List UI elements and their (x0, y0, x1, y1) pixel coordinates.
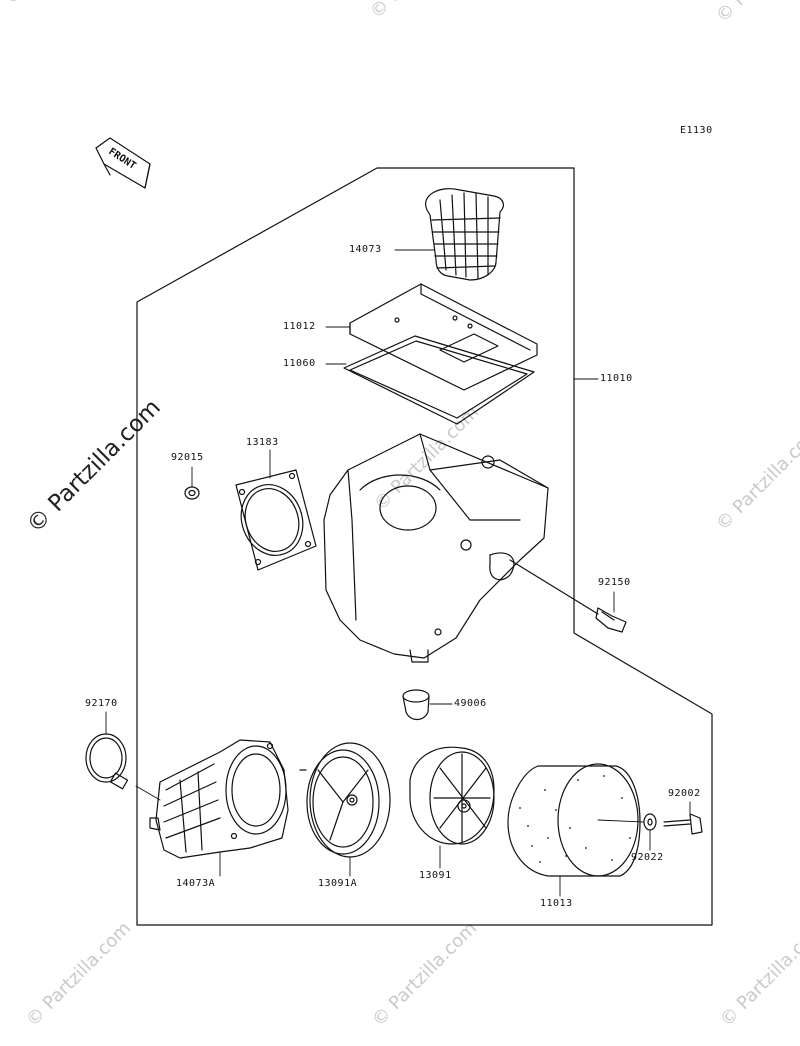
intake-duct-14073 (424, 188, 504, 281)
part-label-92015[interactable]: 92015 (171, 452, 204, 463)
part-label-92022[interactable]: 92022 (631, 852, 664, 863)
part-label-49006[interactable]: 49006 (454, 698, 487, 709)
intake-boot-14073A (149, 739, 289, 859)
washer-92022 (643, 813, 657, 831)
part-label-14073[interactable]: 14073 (349, 244, 382, 255)
bolt-92150 (509, 559, 627, 633)
foam-element-11013 (507, 763, 641, 877)
assembly-frame (136, 167, 713, 926)
part-label-13091A[interactable]: 13091A (318, 878, 358, 889)
air-box-housing (323, 433, 549, 663)
part-label-11012[interactable]: 11012 (283, 321, 316, 332)
part-label-11060[interactable]: 11060 (283, 358, 316, 369)
part-label-92002[interactable]: 92002 (668, 788, 701, 799)
nut-92015 (184, 486, 200, 500)
leader-lines (105, 249, 691, 897)
part-label-92170[interactable]: 92170 (85, 698, 118, 709)
part-label-11013[interactable]: 11013 (540, 898, 573, 909)
cover-plate-11012 (349, 283, 538, 391)
filter-cage-13091A (299, 742, 391, 858)
foam-texture (519, 775, 631, 863)
front-arrow-icon (95, 137, 151, 189)
part-label-11010[interactable]: 11010 (600, 373, 633, 384)
cap-49006 (402, 689, 430, 721)
gasket-11060 (343, 335, 535, 425)
part-label-13091[interactable]: 13091 (419, 870, 452, 881)
part-label-13183[interactable]: 13183 (246, 437, 279, 448)
wing-bolt-92002 (663, 813, 703, 835)
filter-frame-13091 (409, 746, 495, 845)
part-label-14073A[interactable]: 14073A (176, 878, 216, 889)
plate-13183 (235, 469, 317, 571)
part-label-92150[interactable]: 92150 (598, 577, 631, 588)
clamp-92170 (85, 733, 129, 790)
diagram-code: E1130 (680, 125, 713, 136)
